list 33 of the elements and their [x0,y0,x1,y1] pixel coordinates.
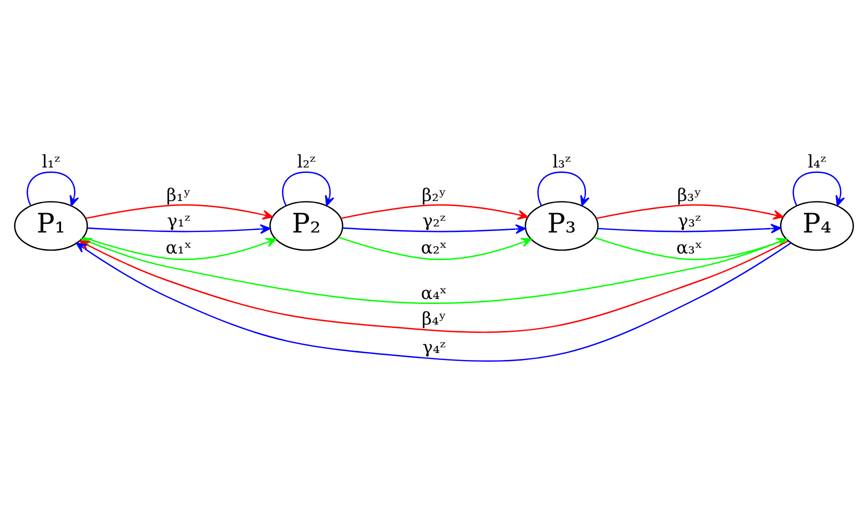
edge-label: l₂ᶻ [297,152,316,172]
arrow [87,224,271,234]
edge-label: β₂ʸ [422,185,446,206]
arrow [340,204,528,220]
arrow [26,171,79,206]
arrow [596,204,784,220]
arrow [338,236,532,260]
edge-label: γ₂ᶻ [422,210,446,231]
edge-label: l₁ᶻ [42,152,60,172]
edge-label: α₁ˣ [166,238,192,258]
arrow [282,171,334,206]
edge-label: l₄ᶻ [808,152,826,172]
arrow [792,171,845,206]
node-ellipse: P₃ [524,200,599,250]
edge-label: α₃ˣ [676,238,702,258]
node-ellipse: P₂ [269,200,344,250]
arrow [76,242,792,362]
node-ellipse: P₁ [14,200,88,250]
edge-label: l₃ᶻ [552,152,571,172]
arrow [537,171,590,206]
edge-label: γ₄ᶻ [422,337,446,358]
edge-label: γ₃ᶻ [678,210,701,231]
arrow [83,236,276,260]
edge-label: β₁ʸ [166,185,191,206]
arrow [342,224,526,234]
edge-label: β₄ʸ [422,309,446,330]
edge-label: γ₁ᶻ [167,210,190,231]
node-ellipse: P₄ [780,200,854,250]
edge-label: α₂ˣ [420,238,448,258]
edge-label: α₄ˣ [420,284,448,304]
edge-label: β₃ʸ [677,185,702,206]
arrow [86,204,274,220]
arrow [598,223,782,233]
